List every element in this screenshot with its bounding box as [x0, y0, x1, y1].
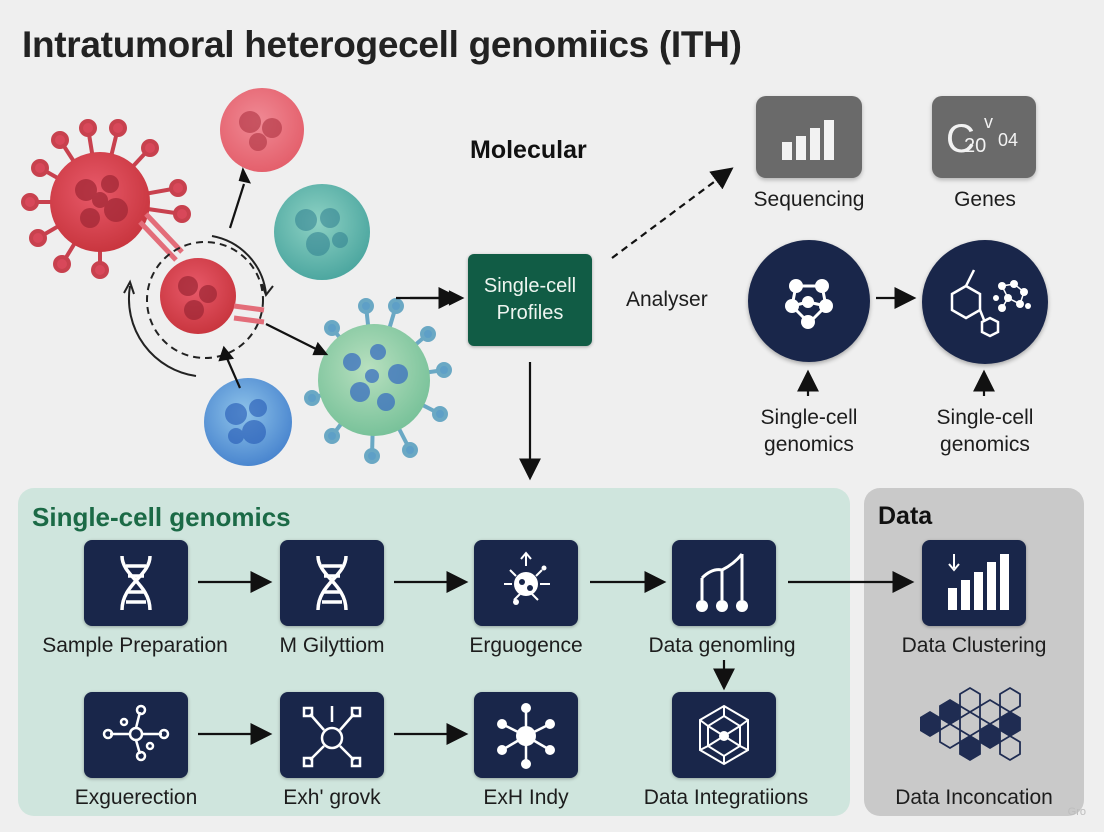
pink-cell — [220, 88, 304, 172]
genes-label: Genes — [954, 188, 1016, 211]
sequencing-label: Sequencing — [753, 188, 865, 211]
label-sample-preparation: Sample Preparation — [42, 634, 228, 657]
formula-sub: 20 — [964, 135, 986, 157]
molecule-icon — [950, 269, 1031, 338]
node-link-icon — [102, 704, 170, 762]
label-exh-indy: ExH Indy — [483, 786, 569, 809]
dna-icon — [316, 555, 348, 611]
circle-2-label: Single-cell genomics — [937, 404, 1034, 458]
hub-expand-icon — [302, 706, 362, 768]
tree-chart-icon — [696, 553, 748, 612]
label-exguerection: Exguerection — [74, 786, 198, 809]
green-spiky-cell — [304, 298, 452, 464]
step-data-clustering — [922, 540, 1026, 626]
molecular-label: Molecular — [470, 136, 587, 164]
formula-sub2: 04 — [998, 130, 1018, 150]
data-panel-title: Data — [878, 502, 933, 530]
analysis-circle-1 — [748, 240, 870, 362]
label-data-clustering: Data Clustering — [901, 634, 1047, 657]
step-exh-grovk — [280, 692, 384, 778]
central-tumor-cell — [123, 235, 274, 377]
cell-target-icon — [504, 551, 550, 605]
step-exguerection — [84, 692, 188, 778]
hub-network-icon — [497, 703, 555, 769]
step-data-genomling — [672, 540, 776, 626]
step-m-gilyttiom — [280, 540, 384, 626]
network-icon — [785, 279, 833, 329]
profiles-line1: Single-cell — [483, 275, 577, 297]
dna-icon — [120, 555, 152, 611]
bar-chart-icon — [782, 120, 834, 160]
step-erguogence — [474, 540, 578, 626]
circle-1-label-line1: Single-cell — [760, 406, 858, 429]
circle-1-label: Single-cell genomics — [761, 404, 858, 458]
circle-2-label-line2: genomics — [940, 433, 1030, 456]
step-sample-preparation — [84, 540, 188, 626]
sequencing-icon-box — [756, 96, 862, 178]
formula-sup: v — [984, 112, 993, 132]
genomics-panel-title: Single-cell genomics — [32, 502, 291, 532]
teal-cell — [274, 184, 370, 280]
spiky-tumor-cell — [21, 119, 191, 279]
analysis-circle-2 — [922, 240, 1048, 364]
watermark: Gro — [1067, 806, 1086, 818]
label-m-gilyttiom: M Gilyttiom — [279, 634, 385, 657]
bar-chart-down-icon — [948, 554, 1009, 610]
cell-illustration — [21, 88, 465, 466]
label-erguogence: Erguogence — [469, 634, 583, 657]
analyser-label: Analyser — [626, 288, 708, 311]
step-data-integrations — [672, 692, 776, 778]
mesh-globe-icon — [699, 704, 749, 766]
formula-main: C — [946, 117, 975, 161]
label-data-genomling: Data genomling — [648, 634, 796, 657]
genes-icon-box: C v 20 04 — [932, 96, 1036, 178]
profiles-line2: Profiles — [496, 302, 564, 324]
page-title: Intratumoral heterogecell genomiics (ITH… — [22, 24, 742, 65]
circle-1-label-line2: genomics — [764, 433, 854, 456]
label-exh-grovk: Exh' grovk — [283, 786, 381, 809]
circle-2-label-line1: Single-cell — [936, 406, 1034, 429]
label-data-inconcation: Data Inconcation — [895, 786, 1053, 809]
label-data-integrations: Data Integratiions — [643, 786, 809, 809]
hexagon-cluster-icon — [920, 686, 1021, 762]
arrow-to-sequencing — [611, 167, 734, 259]
formula-icon: C v 20 04 — [946, 112, 1018, 161]
step-exh-indy — [474, 692, 578, 778]
blue-cell — [204, 378, 292, 466]
